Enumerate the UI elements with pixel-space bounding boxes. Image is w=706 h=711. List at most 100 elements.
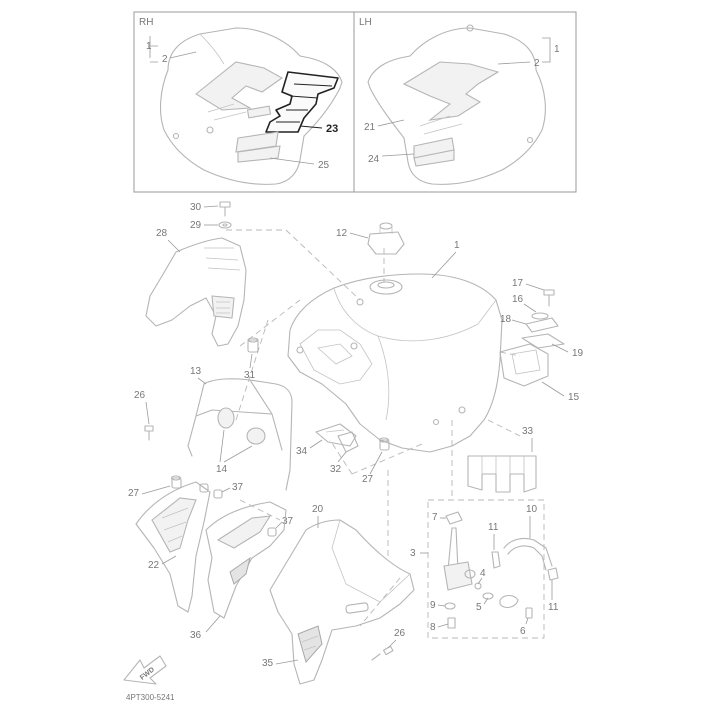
collar-37-a [199, 483, 209, 493]
callout-37-upper: 37 [232, 482, 244, 493]
callout-8: 8 [430, 622, 436, 633]
leader-12 [349, 232, 369, 239]
rh-decal-23-stripes [276, 83, 333, 123]
side-panel-22 [135, 481, 211, 613]
callout-26-upper: 26 [134, 390, 146, 401]
leader-1-tank [431, 251, 457, 279]
collar-37-b [213, 489, 223, 499]
callout-36: 36 [190, 630, 202, 641]
guard-13-rear-loop [203, 378, 293, 491]
callout-16: 16 [512, 294, 524, 305]
cover-28-outline [145, 237, 247, 347]
leader-24 [381, 153, 415, 157]
tank-knee-recess [299, 329, 373, 385]
washer-29-outer [218, 221, 232, 229]
lh-graphic-decal [402, 61, 500, 121]
fuel-tank-1 [287, 273, 503, 453]
lh-label: LH [359, 17, 372, 28]
leader-1-lh [542, 37, 551, 63]
bracket-32 [337, 431, 359, 453]
callout-15: 15 [568, 392, 580, 403]
hose-10-outer [503, 537, 553, 567]
fuel-cock-body [443, 561, 473, 591]
callout-1-tank: 1 [454, 240, 460, 251]
callout-4: 4 [480, 568, 486, 579]
bolt-17-head [543, 289, 555, 296]
bolt-26-lower [371, 645, 394, 661]
callout-37-lower: 37 [282, 516, 294, 527]
leader-8 [437, 623, 449, 628]
leader-14 [219, 429, 253, 463]
callout-33: 33 [522, 426, 534, 437]
tank-bracket-front [356, 298, 364, 306]
lh-graphic-lines [419, 115, 463, 135]
side-panel-36 [205, 501, 287, 619]
leader-13 [197, 377, 207, 385]
panel-36-vent [216, 515, 272, 549]
callout-30: 30 [190, 202, 202, 213]
reference-lines [226, 229, 545, 639]
collar-27-right [378, 437, 390, 451]
callout-35: 35 [262, 658, 274, 669]
leader-27-left [141, 485, 171, 495]
callout-14: 14 [216, 464, 228, 475]
callout-9: 9 [430, 600, 436, 611]
guard-13-brace [195, 409, 273, 417]
panel-22-vent [151, 497, 197, 553]
callout-28: 28 [156, 228, 168, 239]
side-cover-28 [145, 237, 247, 347]
callout-3: 3 [410, 548, 416, 559]
callout-11-upper: 11 [488, 522, 499, 533]
collar-37-c [267, 527, 277, 537]
callout-24: 24 [368, 154, 380, 165]
callout-19: 19 [572, 348, 584, 359]
fuel-cap-12 [367, 222, 405, 255]
leader-37-lower [275, 521, 283, 529]
callout-27-left: 27 [128, 488, 140, 499]
plate-19 [521, 333, 565, 349]
collar-31-body [247, 339, 259, 353]
leader-16 [523, 303, 537, 313]
leader-36 [205, 615, 221, 633]
leader-25 [269, 157, 315, 165]
callout-12: 12 [336, 228, 348, 239]
fuel-cock-drain-8 [447, 617, 456, 629]
tank-mount-rear-2 [432, 418, 440, 426]
callout-26-lower: 26 [394, 628, 406, 639]
wire-guard-13 [187, 378, 293, 491]
cover-28-louvers [204, 247, 241, 271]
leader-4 [477, 577, 483, 585]
leader-9 [437, 604, 446, 607]
lh-cover-outline [367, 27, 546, 185]
rh-cover-line [199, 33, 225, 65]
bolt-26-upper-head [144, 425, 154, 432]
leader-6 [525, 617, 529, 625]
guard-33-ribs [481, 456, 525, 474]
cap-12-lock [379, 226, 393, 234]
drawing-code: 4PT300-5241 [126, 693, 175, 702]
panel-22-outline [135, 481, 211, 613]
tank-side-crease [377, 335, 390, 421]
fuel-hose-10 [503, 537, 553, 571]
rh-graphic-decal [195, 61, 284, 111]
fwd-label: FWD [139, 666, 156, 681]
rh-cover-outline [159, 27, 343, 185]
fuel-cock-filter-7 [445, 511, 463, 525]
bracket-15 [499, 343, 549, 387]
lh-tank-cover [367, 24, 546, 185]
tank-mount-mid [350, 342, 358, 350]
leader-28 [167, 239, 181, 253]
leader-15 [541, 381, 565, 397]
rh-cover-bolt-2 [172, 132, 180, 140]
dash-28-to-tank [226, 229, 361, 301]
lh-cover-bolt-2 [526, 136, 534, 144]
fuel-cock-lever-boss [464, 569, 476, 579]
fuel-cock-lever-5 [499, 594, 519, 609]
leader-30 [203, 205, 219, 208]
damper-14-b [246, 427, 266, 445]
callout-32: 32 [330, 464, 342, 475]
cover-28-vent-slots [216, 301, 230, 314]
leader-31 [249, 353, 253, 369]
fuel-cock-washer-9 [444, 602, 456, 610]
